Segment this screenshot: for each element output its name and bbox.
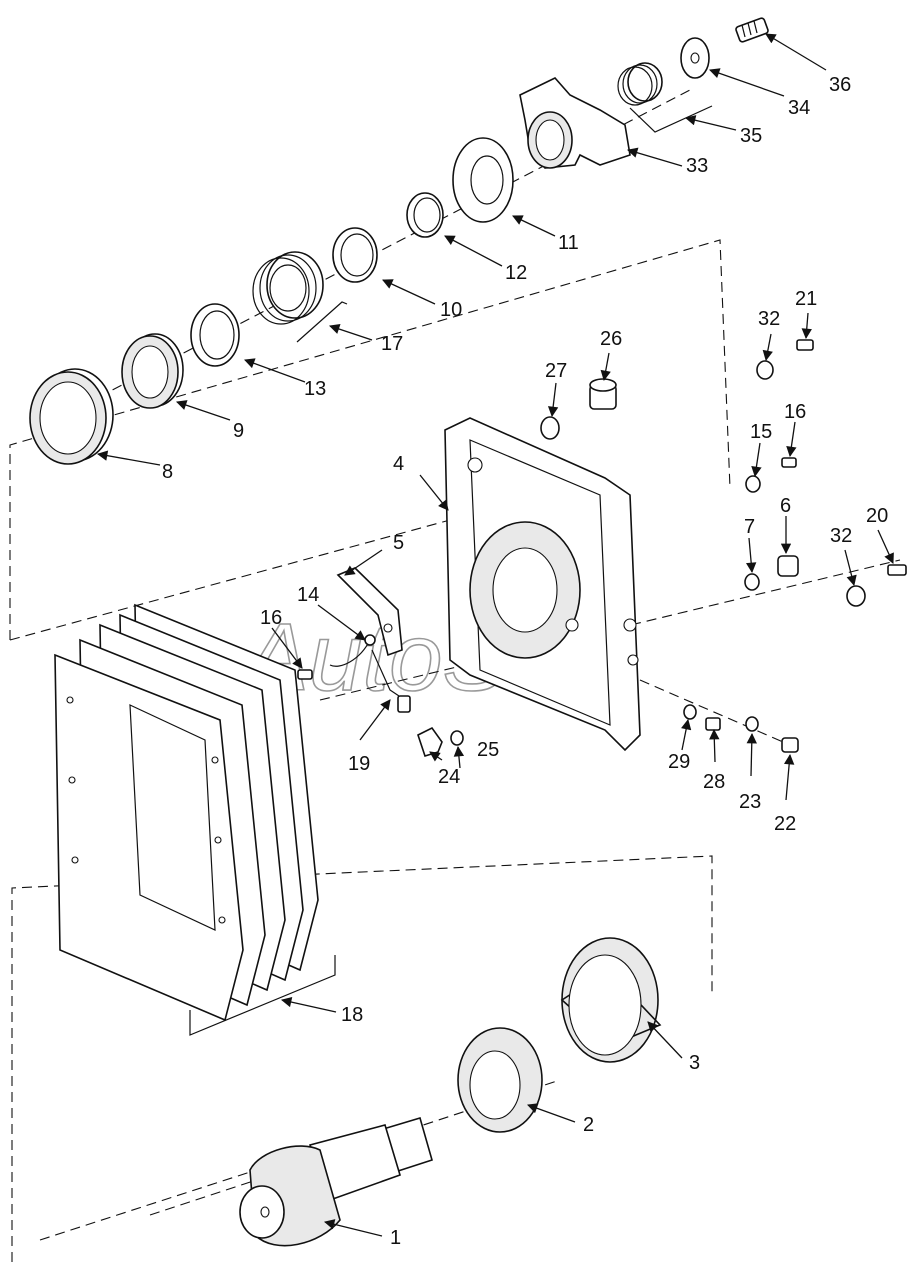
part-26-plug bbox=[589, 378, 617, 410]
part-8-bearing-cup bbox=[29, 368, 114, 465]
callout-8: 8 bbox=[162, 461, 173, 483]
callout-21: 21 bbox=[795, 288, 817, 310]
part-16-screw-right bbox=[781, 457, 797, 468]
part-36-screw bbox=[735, 17, 769, 43]
part-10-ring bbox=[332, 227, 378, 283]
part-29-washer bbox=[683, 704, 697, 720]
callout-24: 24 bbox=[438, 766, 460, 788]
callout-labels: 1 2 3 4 5 6 7 8 9 10 11 12 13 14 15 16 1… bbox=[162, 74, 888, 1249]
part-32-washer-top bbox=[756, 360, 774, 380]
callout-4: 4 bbox=[393, 453, 404, 475]
callout-25: 25 bbox=[477, 739, 499, 761]
callout-17: 17 bbox=[381, 333, 403, 355]
part-12-snap-ring bbox=[406, 192, 444, 238]
part-27-o-ring bbox=[540, 416, 560, 440]
callout-16-right: 16 bbox=[784, 401, 806, 423]
part-20-screw bbox=[887, 564, 907, 576]
part-1-pinion bbox=[239, 1117, 433, 1247]
callout-36: 36 bbox=[829, 74, 851, 96]
callout-13: 13 bbox=[304, 378, 326, 400]
part-17-shims bbox=[252, 251, 324, 325]
part-21-screw bbox=[796, 339, 814, 351]
callout-3: 3 bbox=[689, 1052, 700, 1074]
part-24-fitting bbox=[417, 726, 443, 757]
callout-5: 5 bbox=[393, 532, 404, 554]
part-4-housing bbox=[444, 417, 641, 752]
callout-22: 22 bbox=[774, 813, 796, 835]
callout-11: 11 bbox=[558, 232, 579, 254]
part-25-o-ring bbox=[450, 730, 464, 746]
part-2-bearing-cone bbox=[457, 1027, 543, 1133]
callout-19: 19 bbox=[348, 753, 370, 775]
part-33-yoke bbox=[519, 77, 631, 169]
part-22-plug bbox=[781, 737, 799, 753]
callout-29: 29 bbox=[668, 751, 690, 773]
part-23-washer bbox=[745, 716, 759, 732]
callout-28: 28 bbox=[703, 771, 725, 793]
part-9-bearing bbox=[121, 333, 184, 409]
part-7-o-ring bbox=[744, 573, 760, 591]
leader-lines bbox=[96, 33, 894, 1237]
part-19-harness bbox=[329, 634, 411, 713]
part-35-spring bbox=[617, 62, 663, 106]
callout-34: 34 bbox=[788, 97, 810, 119]
part-15-washer bbox=[745, 475, 761, 493]
callout-35: 35 bbox=[740, 125, 762, 147]
part-16-screw-left bbox=[297, 669, 313, 680]
callout-12: 12 bbox=[505, 262, 527, 284]
callout-9: 9 bbox=[233, 420, 244, 442]
callout-32-right: 32 bbox=[830, 525, 852, 547]
part-18-gaskets bbox=[54, 603, 336, 1036]
callout-2: 2 bbox=[583, 1114, 594, 1136]
part-13-spacer bbox=[190, 303, 240, 367]
callout-7: 7 bbox=[744, 516, 755, 538]
callout-1: 1 bbox=[390, 1227, 401, 1249]
callout-14: 14 bbox=[297, 584, 319, 606]
part-3-bearing-cup bbox=[560, 937, 662, 1063]
callout-33: 33 bbox=[686, 155, 708, 177]
callout-10: 10 bbox=[440, 299, 462, 321]
callout-23: 23 bbox=[739, 791, 761, 813]
part-11-seal bbox=[452, 137, 514, 223]
callout-15: 15 bbox=[750, 421, 772, 443]
callout-26: 26 bbox=[600, 328, 622, 350]
callout-27: 27 bbox=[545, 360, 567, 382]
callout-32-top: 32 bbox=[758, 308, 780, 330]
part-28-screw bbox=[705, 717, 721, 731]
callout-20: 20 bbox=[866, 505, 888, 527]
callout-6: 6 bbox=[780, 495, 791, 517]
part-32-washer-right bbox=[846, 585, 866, 607]
part-6-plug bbox=[777, 555, 799, 577]
part-34-washer bbox=[680, 37, 710, 79]
callout-18: 18 bbox=[341, 1004, 363, 1026]
callout-16-left: 16 bbox=[260, 607, 282, 629]
